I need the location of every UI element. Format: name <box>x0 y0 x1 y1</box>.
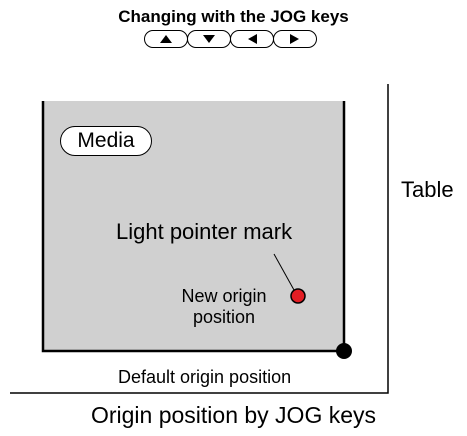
jog-down-key <box>187 30 231 48</box>
diagram-caption: Origin position by JOG keys <box>90 402 377 428</box>
arrow-down-icon <box>203 35 215 43</box>
jog-up-key <box>144 30 188 48</box>
arrow-right-icon <box>290 34 299 44</box>
media-edge <box>41 101 346 353</box>
new-origin-dot <box>290 288 306 304</box>
jog-left-key <box>230 30 274 48</box>
diagram-title: Changing with the JOG keys <box>118 7 349 26</box>
default-origin-label: Default origin position <box>118 367 292 387</box>
new-origin-label-line1: New origin <box>181 286 267 306</box>
new-origin-label: New origin position <box>158 286 290 328</box>
new-origin-label-line2: position <box>192 307 256 327</box>
table-outline <box>10 84 389 394</box>
jog-key-group <box>144 30 317 48</box>
media-badge: Media <box>60 126 152 156</box>
arrow-left-icon <box>248 34 257 44</box>
table-label: Table <box>401 177 454 202</box>
pointer-leader-line <box>273 253 295 291</box>
light-pointer-label: Light pointer mark <box>116 219 293 244</box>
jog-right-key <box>273 30 317 48</box>
default-origin-dot <box>336 343 352 359</box>
arrow-up-icon <box>160 35 172 43</box>
